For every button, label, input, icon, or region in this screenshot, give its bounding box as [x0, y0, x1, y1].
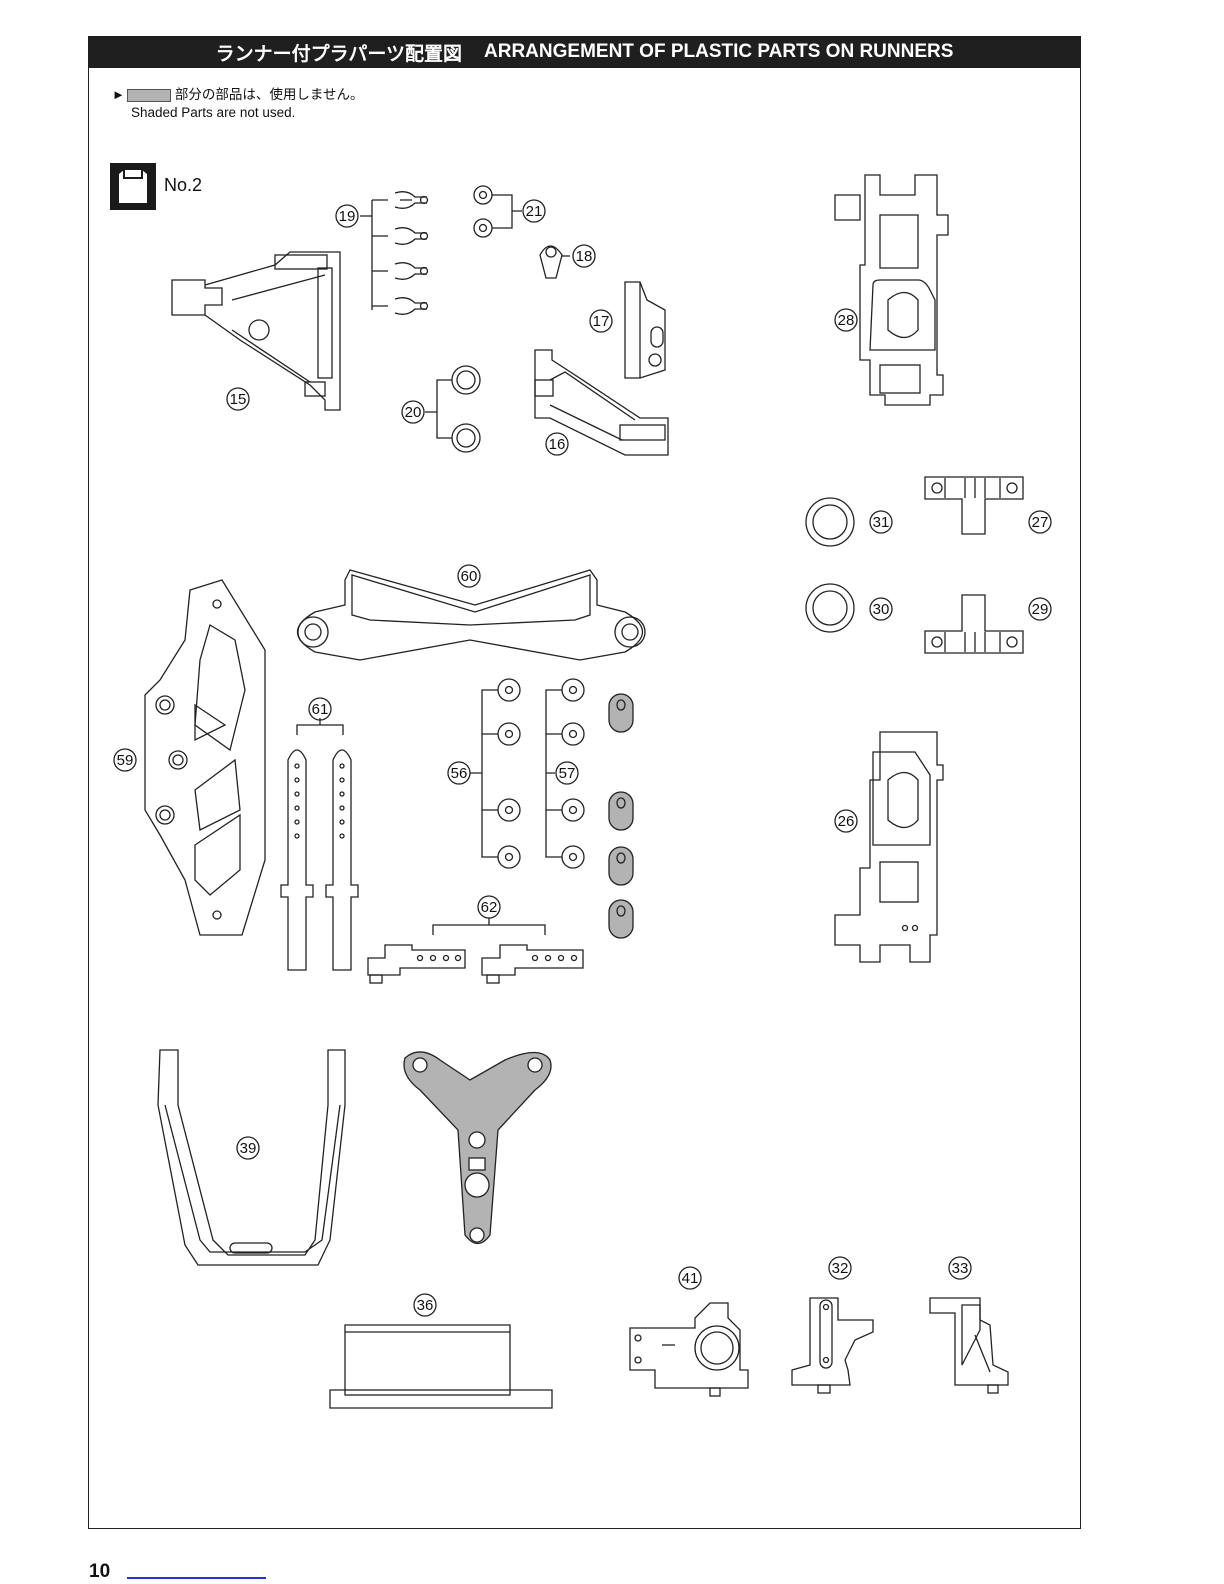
- part-27-drawing: [925, 477, 1023, 534]
- part-33-drawing: [930, 1298, 1008, 1393]
- svg-text:15: 15: [230, 391, 247, 408]
- svg-text:26: 26: [838, 813, 855, 830]
- label-32: 32: [829, 1257, 851, 1279]
- shaded-washers-drawing: [609, 694, 633, 938]
- part-17-drawing: [625, 282, 665, 378]
- svg-text:57: 57: [559, 765, 576, 782]
- part-29-drawing: [925, 595, 1023, 653]
- svg-text:61: 61: [312, 701, 329, 718]
- label-60: 60: [458, 565, 480, 587]
- svg-text:27: 27: [1032, 514, 1049, 531]
- svg-text:18: 18: [576, 248, 593, 265]
- svg-text:30: 30: [873, 601, 890, 618]
- part-32-drawing: [792, 1298, 873, 1393]
- label-56: 56: [448, 762, 470, 784]
- label-30: 30: [870, 598, 892, 620]
- svg-text:19: 19: [339, 208, 356, 225]
- svg-text:60: 60: [461, 568, 478, 585]
- svg-text:20: 20: [405, 404, 422, 421]
- part-31-drawing: [806, 498, 854, 546]
- svg-text:41: 41: [682, 1270, 699, 1287]
- part-41-drawing: [630, 1303, 748, 1396]
- label-62: 62: [478, 896, 500, 918]
- part-15-drawing: [172, 252, 340, 410]
- svg-text:16: 16: [549, 436, 566, 453]
- label-21: 21: [523, 200, 545, 222]
- svg-text:21: 21: [526, 203, 543, 220]
- part-28-drawing: [835, 175, 948, 405]
- part-19-drawing: [360, 192, 428, 315]
- part-20-drawing: [425, 366, 480, 452]
- label-28: 28: [835, 309, 857, 331]
- part-labels: 15 16 17 18 19 20 21 26 27 28 29 30 31 3…: [114, 200, 1051, 1316]
- svg-text:39: 39: [240, 1140, 257, 1157]
- label-33: 33: [949, 1257, 971, 1279]
- label-19: 19: [336, 205, 358, 227]
- label-31: 31: [870, 511, 892, 533]
- part-18-drawing: [540, 246, 570, 278]
- label-59: 59: [114, 749, 136, 771]
- svg-text:36: 36: [417, 1297, 434, 1314]
- part-30-drawing: [806, 584, 854, 632]
- label-39: 39: [237, 1137, 259, 1159]
- label-17: 17: [590, 310, 612, 332]
- svg-text:56: 56: [451, 765, 468, 782]
- part-56-drawing: [470, 679, 520, 868]
- page-number: 10: [89, 1561, 110, 1583]
- svg-text:31: 31: [873, 514, 890, 531]
- label-41: 41: [679, 1267, 701, 1289]
- footer-link-line: [127, 1577, 266, 1579]
- label-26: 26: [835, 810, 857, 832]
- label-57: 57: [556, 762, 578, 784]
- label-20: 20: [402, 401, 424, 423]
- svg-text:33: 33: [952, 1260, 969, 1277]
- label-61: 61: [309, 698, 331, 720]
- svg-text:17: 17: [593, 313, 610, 330]
- part-36-drawing: [330, 1325, 552, 1408]
- part-59-drawing: [145, 580, 265, 935]
- shaded-stay-drawing: [404, 1052, 551, 1244]
- label-16: 16: [546, 433, 568, 455]
- part-26-drawing: [835, 732, 943, 962]
- svg-text:28: 28: [838, 312, 855, 329]
- part-62-drawing: [368, 918, 583, 983]
- label-29: 29: [1029, 598, 1051, 620]
- part-39-drawing: [158, 1050, 345, 1265]
- label-18: 18: [573, 245, 595, 267]
- svg-text:32: 32: [832, 1260, 849, 1277]
- svg-text:29: 29: [1032, 601, 1049, 618]
- label-27: 27: [1029, 511, 1051, 533]
- part-61-drawing: [281, 718, 358, 970]
- svg-text:62: 62: [481, 899, 498, 916]
- label-36: 36: [414, 1294, 436, 1316]
- svg-text:59: 59: [117, 752, 134, 769]
- part-21-drawing: [474, 186, 522, 237]
- label-15: 15: [227, 388, 249, 410]
